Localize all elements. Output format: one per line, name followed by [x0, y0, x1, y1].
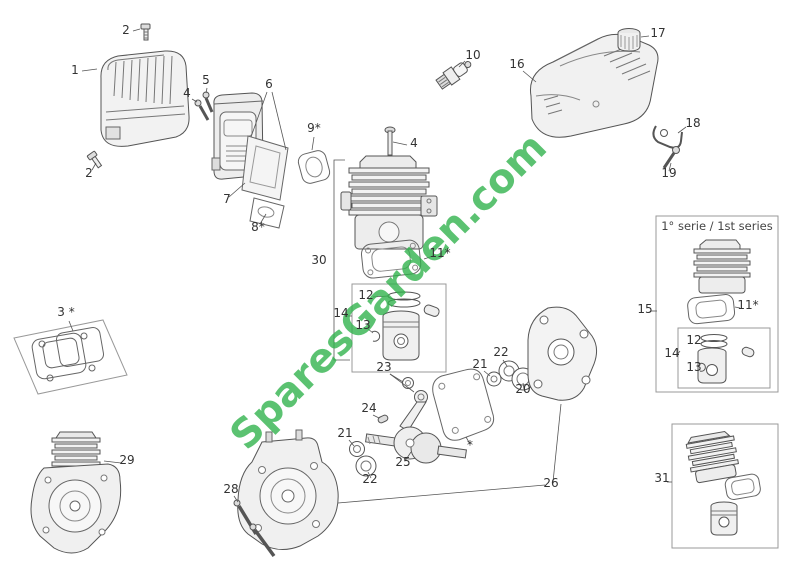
- callout-31-21: 21: [337, 426, 352, 440]
- callout-13-18: 18: [685, 116, 700, 130]
- callout-28-20: 20: [515, 382, 530, 396]
- callout-0-2: 2: [122, 23, 130, 37]
- callout-4-4: 4: [183, 86, 191, 100]
- callout-9-4: 4: [410, 136, 418, 150]
- engine-cover: [529, 33, 659, 138]
- woodruff-key: [377, 414, 389, 424]
- piston-kit-box: [351, 283, 447, 373]
- connecting-rod: [399, 390, 428, 432]
- leader-lines: [68, 28, 741, 504]
- muffler-gasket: [249, 197, 285, 229]
- air-filter-cover: [100, 50, 190, 147]
- callout-34-: *: [467, 438, 473, 452]
- spark-plug: [435, 61, 472, 90]
- callout-16-11: 11*: [429, 246, 450, 260]
- callout-11-16: 16: [509, 57, 524, 71]
- callout-2-2: 2: [85, 166, 93, 180]
- callout-14-19: 19: [661, 166, 676, 180]
- clip: [652, 125, 683, 149]
- screw-icon: [202, 91, 214, 113]
- callout-38-31: 31: [654, 471, 669, 485]
- callout-23-12: 12: [686, 333, 701, 347]
- callout-30-24: 24: [361, 401, 376, 415]
- callout-3-5: 5: [202, 73, 210, 87]
- cylinder: [340, 155, 438, 250]
- callout-25-13: 13: [686, 360, 701, 374]
- callout-6-7: 7: [223, 192, 231, 206]
- callout-37-29: 29: [119, 453, 134, 467]
- bearing-plate: [527, 306, 598, 401]
- screw-icon: [249, 523, 276, 558]
- callout-10-10: 10: [465, 48, 480, 62]
- screw-icon: [140, 23, 151, 41]
- crankshaft: [365, 426, 467, 464]
- screw-icon: [194, 99, 210, 121]
- callout-21-15: 15: [637, 302, 652, 316]
- crankcase-gasket: [432, 368, 495, 441]
- callout-1-1: 1: [71, 63, 79, 77]
- callout-18-14: 14: [333, 306, 348, 320]
- needle-bearing: [402, 377, 414, 389]
- callout-35-26: 26: [543, 476, 558, 490]
- screw-icon: [384, 126, 396, 156]
- crankcase: [237, 429, 339, 550]
- callout-5-6: 6: [265, 77, 273, 91]
- exhaust-gasket: [297, 150, 331, 184]
- cylinder-gasket: [360, 239, 422, 279]
- first-series-kit-box: 1° serie / 1st series: [655, 215, 779, 393]
- callout-22-11: 11*: [737, 298, 758, 312]
- bearing: [355, 455, 377, 477]
- screw-icon: [662, 146, 680, 169]
- callout-17-12: 12: [358, 288, 373, 302]
- callout-19-13: 13: [355, 318, 370, 332]
- callout-12-17: 17: [650, 26, 665, 40]
- callout-20-3: 3 *: [57, 305, 74, 319]
- gasket-kit: [13, 319, 128, 395]
- callout-15-30: 30: [311, 253, 326, 267]
- callout-27-21: 21: [472, 357, 487, 371]
- kit-31-box: [671, 423, 779, 549]
- callout-36-28: 28: [223, 482, 238, 496]
- callout-29-23: 23: [376, 360, 391, 374]
- series-label: 1° serie / 1st series: [661, 219, 773, 233]
- muffler-plate: [241, 135, 289, 201]
- fuel-cap: [617, 28, 641, 52]
- callout-8-9: 9*: [307, 121, 321, 135]
- callout-33-25: 25: [395, 455, 410, 469]
- callout-7-8: 8*: [251, 220, 265, 234]
- callout-32-22: 22: [362, 472, 377, 486]
- callout-24-14: 14: [664, 346, 679, 360]
- callout-26-22: 22: [493, 345, 508, 359]
- screw-icon: [86, 150, 103, 169]
- short-block: [30, 431, 122, 554]
- washer: [486, 371, 502, 387]
